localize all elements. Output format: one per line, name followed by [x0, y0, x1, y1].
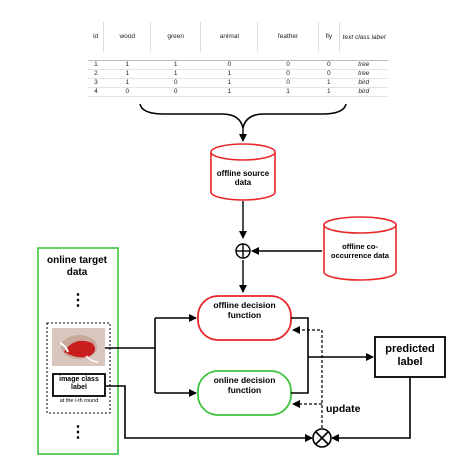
- table-cell: 4: [88, 87, 104, 97]
- table-cell: 3: [88, 78, 104, 88]
- vdots-top: ⋮: [70, 292, 86, 309]
- arrow-predicted-to-otimes: [331, 377, 411, 442]
- offline-source-cylinder: [210, 143, 276, 201]
- table-header-cell: wood: [103, 22, 151, 52]
- table-cell: 0: [318, 69, 340, 79]
- online-target-label: online target data: [46, 255, 107, 278]
- offline-source-label: offline source data: [216, 169, 270, 188]
- table-row: 2 1 1 1 0 0 tree: [88, 69, 388, 79]
- table-cell: 1: [318, 87, 340, 97]
- table-cell: 0: [257, 60, 319, 70]
- table-cell: 1: [200, 78, 258, 88]
- table-header-cell: text class label: [339, 22, 388, 52]
- table-header-cell: fly: [317, 22, 340, 52]
- round-note-text: at the i-th round: [59, 398, 99, 404]
- cooccurrence-label: offline co-occurrence data: [331, 242, 389, 260]
- table-cell: tree: [339, 60, 388, 70]
- table-cell: tree: [339, 69, 388, 79]
- table-header-cell: animal: [200, 22, 258, 52]
- table-cell: 1: [103, 78, 151, 88]
- online-decision-label: online decision function: [213, 375, 276, 395]
- predicted-label-box: [374, 336, 446, 378]
- table-cell: 1: [150, 60, 201, 70]
- table-row: 3 1 0 1 0 1 bird: [88, 78, 388, 88]
- image-class-label-text: image class label: [59, 376, 99, 392]
- predicted-label-text: predicted label: [385, 343, 435, 368]
- wire-outputs: [291, 317, 309, 394]
- table-cell: 1: [257, 87, 319, 97]
- table-header-cell: feather: [257, 22, 319, 52]
- table-cell: 1: [318, 78, 340, 88]
- source-data-table: id wood green animal feather fly text cl…: [88, 22, 388, 97]
- table-cell: 1: [200, 69, 258, 79]
- table-cell: 1: [88, 60, 104, 70]
- update-arrow-offline: [292, 326, 323, 428]
- table-cell: 0: [150, 78, 201, 88]
- round-sample-box: [46, 322, 111, 414]
- brace: [139, 103, 347, 129]
- table-cell: 1: [103, 60, 151, 70]
- table-cell: 0: [150, 87, 201, 97]
- table-cell: 1: [200, 87, 258, 97]
- table-cell: 0: [257, 78, 319, 88]
- table-cell: 2: [88, 69, 104, 79]
- table-header-cell: id: [93, 33, 99, 40]
- cooccurrence-cylinder: [323, 216, 397, 281]
- table-cell: 1: [150, 69, 201, 79]
- table-cell: bird: [339, 78, 388, 88]
- table-cell: 0: [200, 60, 258, 70]
- arrow-label-to-otimes: [105, 385, 313, 442]
- table-header-cell: green: [150, 22, 201, 52]
- online-target-box: [37, 247, 119, 455]
- table-cell: 0: [318, 60, 340, 70]
- table-row: 1 1 1 0 0 0 tree: [88, 60, 388, 70]
- vdots-bottom: ⋮: [70, 424, 86, 441]
- update-label: update: [326, 403, 361, 415]
- table-cell: 0: [103, 87, 151, 97]
- table-header-row: id wood green animal feather fly text cl…: [88, 22, 388, 52]
- table-row: 4 0 0 1 1 1 bird: [88, 87, 388, 97]
- table-cell: bird: [339, 87, 388, 97]
- table-cell: 0: [257, 69, 319, 79]
- bird-image: [52, 328, 105, 366]
- offline-decision-label: offline decision function: [213, 300, 276, 320]
- image-class-label-box: [52, 373, 106, 397]
- table-cell: 1: [103, 69, 151, 79]
